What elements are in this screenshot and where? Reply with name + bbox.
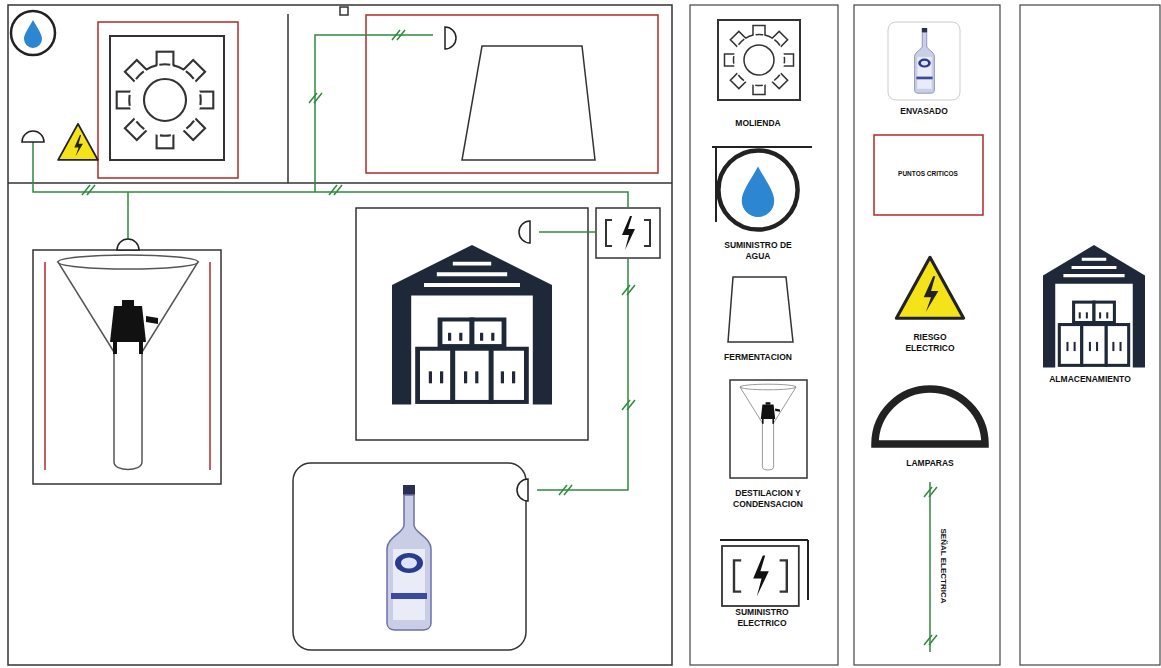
drawing-rect xyxy=(340,7,348,15)
drawing-use xyxy=(309,93,322,103)
drawing-use xyxy=(896,257,963,318)
drawing-line xyxy=(287,14,289,183)
drawing-use xyxy=(875,389,985,444)
drawing-rect xyxy=(8,5,672,665)
drawing-use xyxy=(1043,245,1145,367)
drawing-rect xyxy=(874,135,983,215)
drawing-line xyxy=(209,262,211,470)
drawing-rect xyxy=(718,20,800,100)
drawing-rect xyxy=(366,15,658,173)
plan-frame xyxy=(8,5,672,665)
drawing-use xyxy=(725,26,794,95)
drawing-use xyxy=(622,285,635,295)
drawing-rect xyxy=(888,22,960,100)
drawing-use xyxy=(622,400,635,410)
drawing-rect xyxy=(98,22,238,178)
drawing-use xyxy=(718,150,797,229)
drawing-use xyxy=(58,255,198,470)
drawing-use xyxy=(392,30,405,40)
drawing-use xyxy=(915,28,935,93)
electric-wires xyxy=(33,35,628,490)
drawing-use xyxy=(22,131,44,142)
drawing-path xyxy=(537,258,628,490)
drawing-use xyxy=(117,52,214,149)
drawing-path xyxy=(315,35,433,192)
drawing-use xyxy=(924,635,937,645)
legend-label: SUMINISTRO ELECTRICO xyxy=(722,607,802,628)
drawing-use xyxy=(329,185,342,195)
legend-label: ENVASADO xyxy=(864,106,984,117)
drawing-use xyxy=(519,221,530,243)
drawing-use xyxy=(740,384,796,470)
drawing-use xyxy=(58,124,98,160)
drawing-rect xyxy=(356,208,588,440)
fermentation-area xyxy=(366,15,658,173)
legend-samples xyxy=(712,20,1145,652)
drawing-path xyxy=(539,231,596,233)
drawing-line xyxy=(929,482,931,652)
legend-panels xyxy=(690,5,1160,665)
signal-marks xyxy=(82,30,635,495)
drawing-rect xyxy=(33,250,221,484)
drawing-use xyxy=(517,479,528,501)
drawing-rect xyxy=(690,5,838,665)
legend-label: ALMACENAMIENTO xyxy=(1025,374,1155,385)
drawing-path xyxy=(728,277,793,342)
legend-label: PUNTOS CRITICOS xyxy=(880,170,976,178)
legend-label: SUMINISTRO DE AGUA xyxy=(718,240,798,261)
drawing-path xyxy=(33,140,628,208)
legend-label: FERMENTACION xyxy=(698,352,818,363)
drawing-rect xyxy=(110,36,224,160)
drawing-use xyxy=(11,11,55,55)
drawing-rect xyxy=(293,463,526,650)
drawing-path xyxy=(127,192,129,239)
drawing-use xyxy=(387,485,431,630)
legend-label: RIESGO ELECTRICO xyxy=(894,332,966,353)
legend-label: DESTILACION Y CONDENSACION xyxy=(724,488,812,509)
drawing-use xyxy=(392,245,552,405)
molienda-area xyxy=(11,11,238,178)
drawing-line xyxy=(8,182,672,184)
drawing-path xyxy=(462,46,595,160)
legend-label: MOLIENDA xyxy=(698,118,818,129)
drawing-rect xyxy=(854,5,1000,665)
lamps xyxy=(22,27,530,501)
drawing-use xyxy=(559,485,572,495)
drawing-use xyxy=(924,487,937,497)
drawing-use xyxy=(596,208,660,258)
storage-area xyxy=(356,208,660,440)
bottling-area xyxy=(293,463,526,650)
drawing-rect xyxy=(730,380,807,478)
distillation-area xyxy=(33,250,221,484)
legend-label: SEÑAL ELECTRICA xyxy=(938,529,948,604)
legend-label: LAMPARAS xyxy=(870,458,990,469)
drawing-use xyxy=(82,185,95,195)
drawing-use xyxy=(722,546,799,606)
drawing-rect xyxy=(1020,5,1160,665)
drawing-use xyxy=(117,239,139,250)
drawing-use xyxy=(445,27,456,49)
drawing-line xyxy=(44,262,46,470)
